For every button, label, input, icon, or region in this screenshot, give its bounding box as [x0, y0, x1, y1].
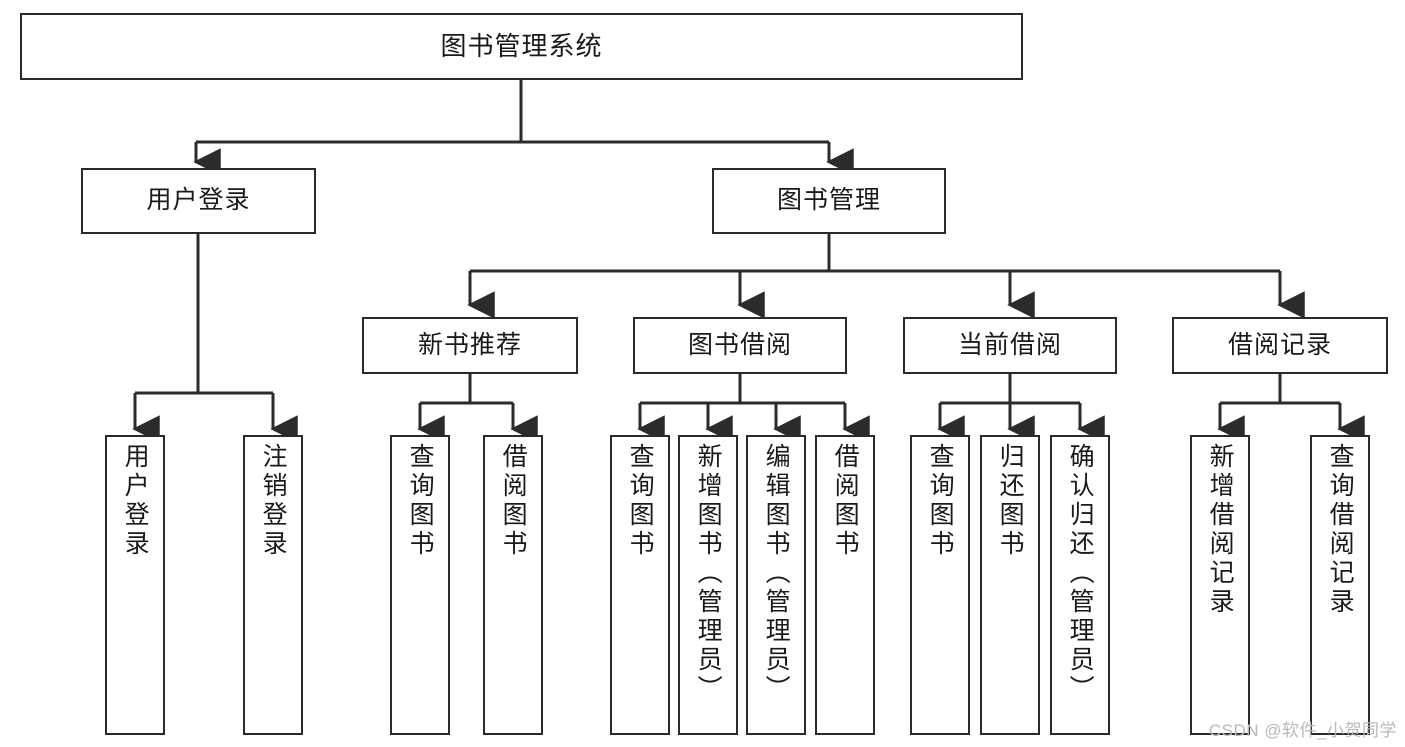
- node-book-management[interactable]: 图书管理: [712, 168, 946, 234]
- node-label: 用户登录: [146, 186, 251, 215]
- node-user-login[interactable]: 用户登录: [81, 168, 316, 234]
- node-label: 用户登录: [121, 443, 150, 559]
- node-label: 查询图书: [406, 443, 435, 559]
- node-label: 借阅记录: [1227, 330, 1332, 359]
- leaf-query-book-current[interactable]: 查询图书: [910, 435, 970, 735]
- node-current-borrow[interactable]: 当前借阅: [903, 317, 1117, 374]
- node-label: 新增借阅记录: [1206, 443, 1235, 617]
- leaf-logout[interactable]: 注销登录: [243, 435, 303, 735]
- node-label: 确认归还（管理员）: [1066, 443, 1095, 704]
- leaf-confirm-return-admin[interactable]: 确认归还（管理员）: [1050, 435, 1110, 735]
- leaf-borrow-book[interactable]: 借阅图书: [815, 435, 875, 735]
- node-label: 新增图书（管理员）: [694, 443, 723, 704]
- csdn-watermark: CSDN @软件_小贺同学: [1208, 721, 1397, 740]
- leaf-add-borrow-record[interactable]: 新增借阅记录: [1190, 435, 1250, 735]
- node-label: 注销登录: [259, 443, 288, 559]
- node-book-borrow[interactable]: 图书借阅: [633, 317, 847, 374]
- leaf-user-login[interactable]: 用户登录: [105, 435, 165, 735]
- node-label: 查询图书: [926, 443, 955, 559]
- node-label: 当前借阅: [957, 330, 1062, 359]
- node-root-system[interactable]: 图书管理系统: [20, 13, 1023, 80]
- leaf-add-book-admin[interactable]: 新增图书（管理员）: [678, 435, 738, 735]
- node-label: 图书管理: [776, 186, 881, 215]
- node-label: 图书管理系统: [440, 31, 603, 62]
- node-label: 新书推荐: [417, 330, 522, 359]
- node-label: 归还图书: [996, 443, 1025, 559]
- node-label: 图书借阅: [687, 330, 792, 359]
- leaf-borrow-book-recommend[interactable]: 借阅图书: [483, 435, 543, 735]
- leaf-query-book-recommend[interactable]: 查询图书: [390, 435, 450, 735]
- leaf-query-book-borrow[interactable]: 查询图书: [610, 435, 670, 735]
- node-label: 查询图书: [626, 443, 655, 559]
- node-label: 借阅图书: [831, 443, 860, 559]
- leaf-query-borrow-record[interactable]: 查询借阅记录: [1310, 435, 1370, 735]
- leaf-edit-book-admin[interactable]: 编辑图书（管理员）: [746, 435, 806, 735]
- node-new-book-recommend[interactable]: 新书推荐: [362, 317, 578, 374]
- node-label: 查询借阅记录: [1326, 443, 1355, 617]
- node-borrow-record[interactable]: 借阅记录: [1172, 317, 1388, 374]
- leaf-return-book[interactable]: 归还图书: [980, 435, 1040, 735]
- node-label: 编辑图书（管理员）: [762, 443, 791, 704]
- node-label: 借阅图书: [499, 443, 528, 559]
